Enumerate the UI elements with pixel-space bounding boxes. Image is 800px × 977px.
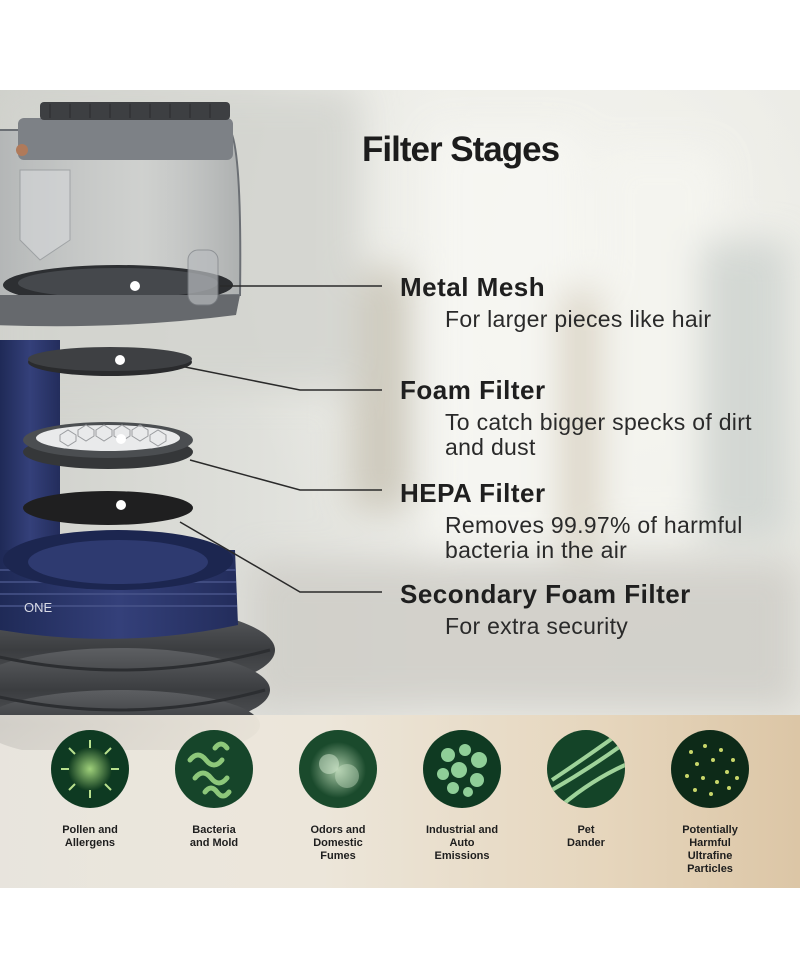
particle-pet-dander: Pet Dander (524, 730, 648, 850)
stage-metal-mesh: Metal Mesh For larger pieces like hair (400, 272, 795, 332)
particle-emissions: Industrial and Auto Emissions (400, 730, 524, 863)
device-illustration: ONE (0, 102, 382, 750)
particle-label: Industrial and Auto Emissions (425, 824, 499, 862)
brand-logo: ONE (24, 600, 53, 615)
dander-icon (547, 730, 625, 808)
stage-name: Secondary Foam Filter (400, 579, 691, 609)
ultrafine-icon (671, 730, 749, 808)
stage-name: Metal Mesh (400, 272, 546, 302)
page-title: Filter Stages (362, 130, 560, 169)
particle-types-strip: Pollen and Allergens Bacteria and Mold (0, 715, 800, 888)
particle-pollen: Pollen and Allergens (28, 730, 152, 850)
stage-name: HEPA Filter (400, 478, 546, 508)
particle-label: Bacteria and Mold (189, 824, 239, 849)
leader-lines (179, 285, 382, 593)
particle-label: Odors and Domestic Fumes (310, 824, 366, 862)
odor-icon (299, 730, 377, 808)
particle-label: Potentially Harmful Ultrafine Particles (682, 824, 738, 875)
particle-label: Pollen and Allergens (62, 824, 118, 849)
particle-ultrafine: Potentially Harmful Ultrafine Particles (648, 730, 772, 876)
pollen-icon (51, 730, 129, 808)
product-panel: ONE (0, 90, 800, 888)
stage-hepa-filter: HEPA Filter Removes 99.97% of harmful ba… (400, 478, 800, 563)
particle-odors: Odors and Domestic Fumes (276, 730, 400, 863)
stage-description: For larger pieces like hair (445, 306, 712, 332)
particle-bacteria: Bacteria and Mold (152, 730, 276, 850)
bacteria-icon (175, 730, 253, 808)
stage-description: For extra security (445, 613, 629, 639)
stage-description: To catch bigger specks of dirt and dust (445, 409, 752, 460)
stage-description: Removes 99.97% of harmful bacteria in th… (445, 512, 743, 563)
stage-foam-filter: Foam Filter To catch bigger specks of di… (400, 375, 795, 460)
particle-label: Pet Dander (567, 824, 605, 849)
stage-secondary-foam-filter: Secondary Foam Filter For extra security (400, 579, 795, 639)
stage-name: Foam Filter (400, 375, 546, 405)
emissions-icon (423, 730, 501, 808)
